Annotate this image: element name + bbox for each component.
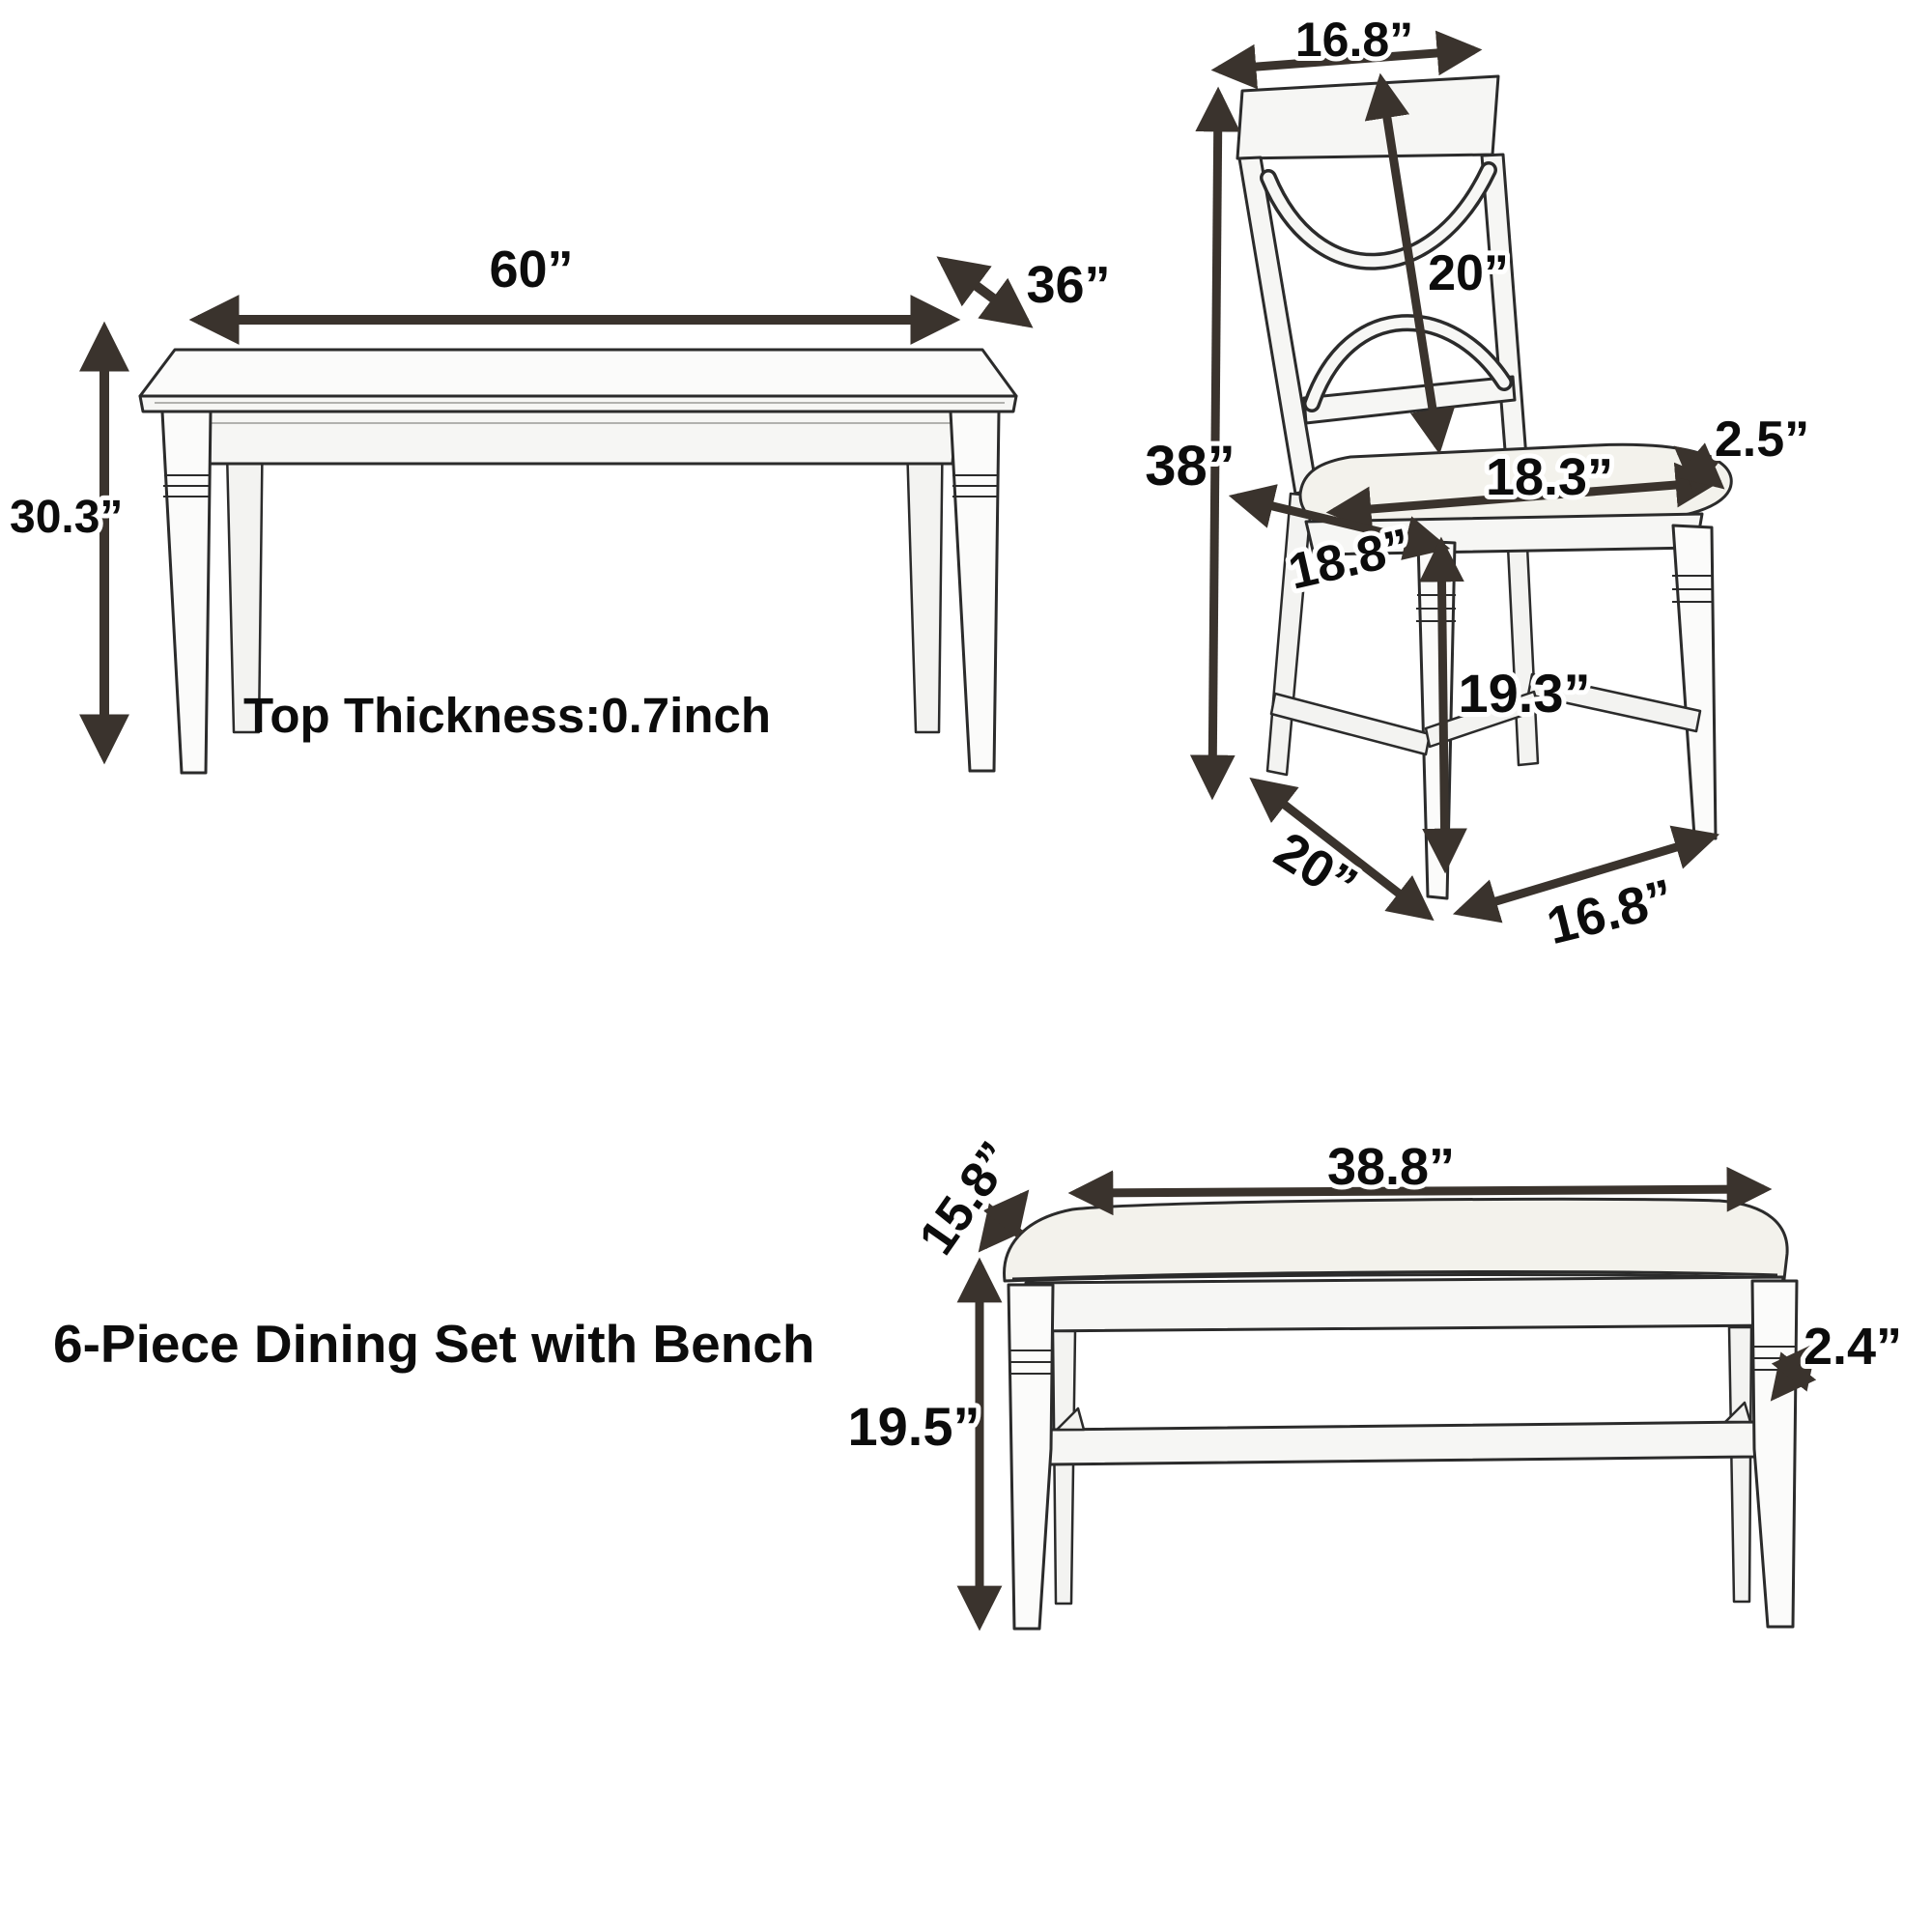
bench-cushion-thickness-label: 2.4”: [1804, 1318, 1902, 1376]
chair-back-stile-right: [1480, 153, 1530, 489]
bench-depth-arrow-icon: [978, 1189, 1030, 1253]
leg-ring-icon: [952, 474, 998, 497]
table-leg-ring-details: [163, 474, 998, 497]
bench-leg-back-right: [1727, 1325, 1753, 1604]
table-depth-label: 36”: [1026, 256, 1110, 314]
chair-back-width-label: 16.8”: [1295, 13, 1413, 67]
chair-cushion-thickness-label: 2.5”: [1715, 412, 1809, 468]
chair-back-length-arrow-icon: [1364, 72, 1456, 455]
bench-stretcher: [1047, 1420, 1758, 1466]
chair-seat-width-label: 18.3”: [1486, 448, 1613, 506]
bench-leg-back-left: [1051, 1329, 1077, 1605]
leg-ring-icon: [1009, 1350, 1052, 1375]
chair-cushion-thickness-arrow-icon: [1673, 442, 1725, 493]
leg-ring-icon: [1672, 575, 1714, 603]
chair-back-width-arrow-icon: [1210, 30, 1483, 90]
bench-leg-front-left: [1007, 1283, 1055, 1631]
table-top-surface: [138, 348, 1018, 398]
chair-base-depth-label: 20”: [1264, 821, 1367, 915]
diagram-caption: 6-Piece Dining Set with Bench: [53, 1314, 814, 1374]
table-leg-front-right: [949, 410, 1001, 773]
chair-back-length-label: 20”: [1428, 245, 1509, 301]
bench-stretcher-joint-left: [1055, 1406, 1086, 1432]
bench-cushion-thickness-arrow-icon: [1770, 1342, 1818, 1402]
chair-top-rail: [1236, 74, 1500, 160]
chair-leg-back-left: [1265, 492, 1314, 777]
bench-apron: [1024, 1275, 1785, 1333]
table-top-edge: [138, 394, 1018, 413]
chair-stretcher-right: [1526, 672, 1702, 733]
chair-leg-ring-details: [1416, 575, 1714, 622]
table-height-label: 30.3”: [10, 492, 123, 543]
bench-depth-label: 15.8”: [909, 1132, 1025, 1264]
chair-stretcher-left: [1269, 692, 1432, 756]
bench-drawing: 38.8” 15.8” 2.4” 19.5”: [843, 1127, 1907, 1632]
leg-ring-icon: [163, 474, 210, 497]
chair-seat-height-arrow-icon: [1419, 536, 1467, 874]
bench-leg-front-right: [1750, 1279, 1799, 1629]
table-leg-front-left: [160, 410, 213, 775]
bench-width-arrow-icon: [1067, 1166, 1773, 1216]
table-apron: [199, 410, 958, 466]
table-width-label: 60”: [489, 241, 573, 298]
table-depth-arrow-icon: [936, 256, 1034, 328]
bench-stretcher-joint-right: [1723, 1401, 1752, 1424]
bench-cushion-seam: [1011, 1270, 1778, 1281]
chair-height-arrow-icon: [1189, 86, 1241, 801]
table-note: Top Thickness:0.7inch: [243, 688, 771, 743]
bench-height-label: 19.5”: [848, 1396, 980, 1457]
table-drawing: 60” 36” 30.3” Top Thickness:0.7inch: [5, 236, 1116, 775]
chair-height-label: 38”: [1145, 435, 1236, 497]
chair-base-depth-arrow-icon: [1249, 777, 1435, 922]
chair-base-width-arrow-icon: [1452, 825, 1720, 923]
bench-width-label: 38.8”: [1327, 1138, 1455, 1196]
chair-back-lower-rail: [1302, 375, 1517, 425]
chair-seat-height-label: 19.3”: [1459, 663, 1591, 724]
chair-leg-front-right: [1671, 524, 1718, 840]
bench-leg-ring-details: [1009, 1346, 1796, 1375]
bench-cushion: [1003, 1197, 1789, 1283]
chair-seat-depth-arrow-icon: [1228, 484, 1451, 560]
chair-drawing: 16.8” 20” 38” 18.3” 2.5” 18.8” 19.3” 20”…: [1140, 8, 1814, 960]
